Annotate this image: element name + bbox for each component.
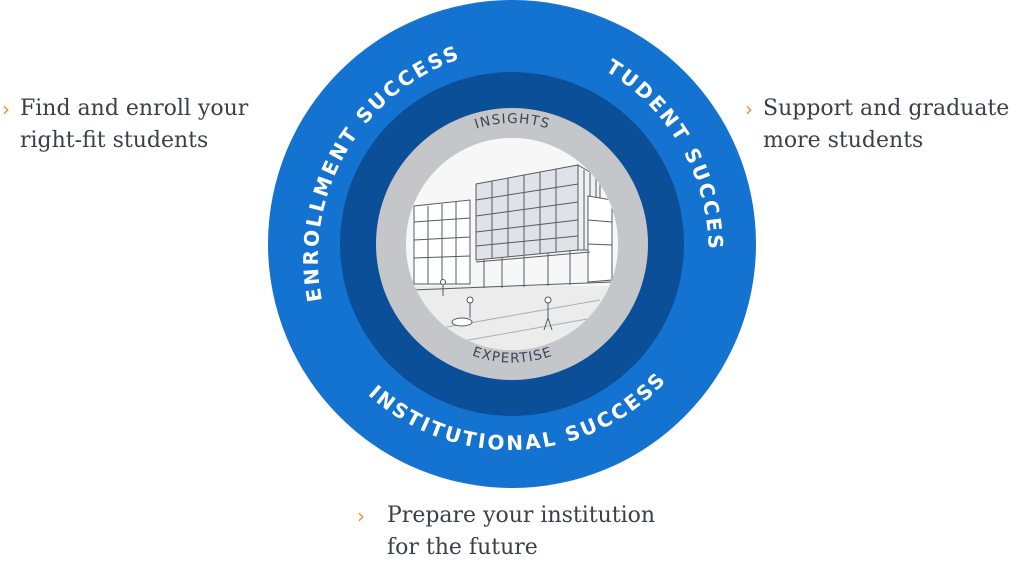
callout-line-2: right-fit students xyxy=(20,128,209,153)
callout-line-1: Support and graduate xyxy=(763,96,1010,121)
callout-student: › Support and graduate more students xyxy=(745,93,1009,157)
campus-building-sketch xyxy=(406,138,618,350)
callout-enrollment: › Find and enroll your right-fit student… xyxy=(2,93,248,157)
chevron-right-icon: › xyxy=(2,97,10,121)
callout-institutional: › Prepare your institution for the futur… xyxy=(357,500,655,564)
callout-line-2: more students xyxy=(763,128,924,153)
callout-line-1: Prepare your institution xyxy=(387,503,656,528)
callout-line-1: Find and enroll your xyxy=(20,96,249,121)
callout-line-2: for the future xyxy=(387,535,538,560)
chevron-right-icon: › xyxy=(745,97,753,121)
chevron-right-icon: › xyxy=(357,504,365,528)
